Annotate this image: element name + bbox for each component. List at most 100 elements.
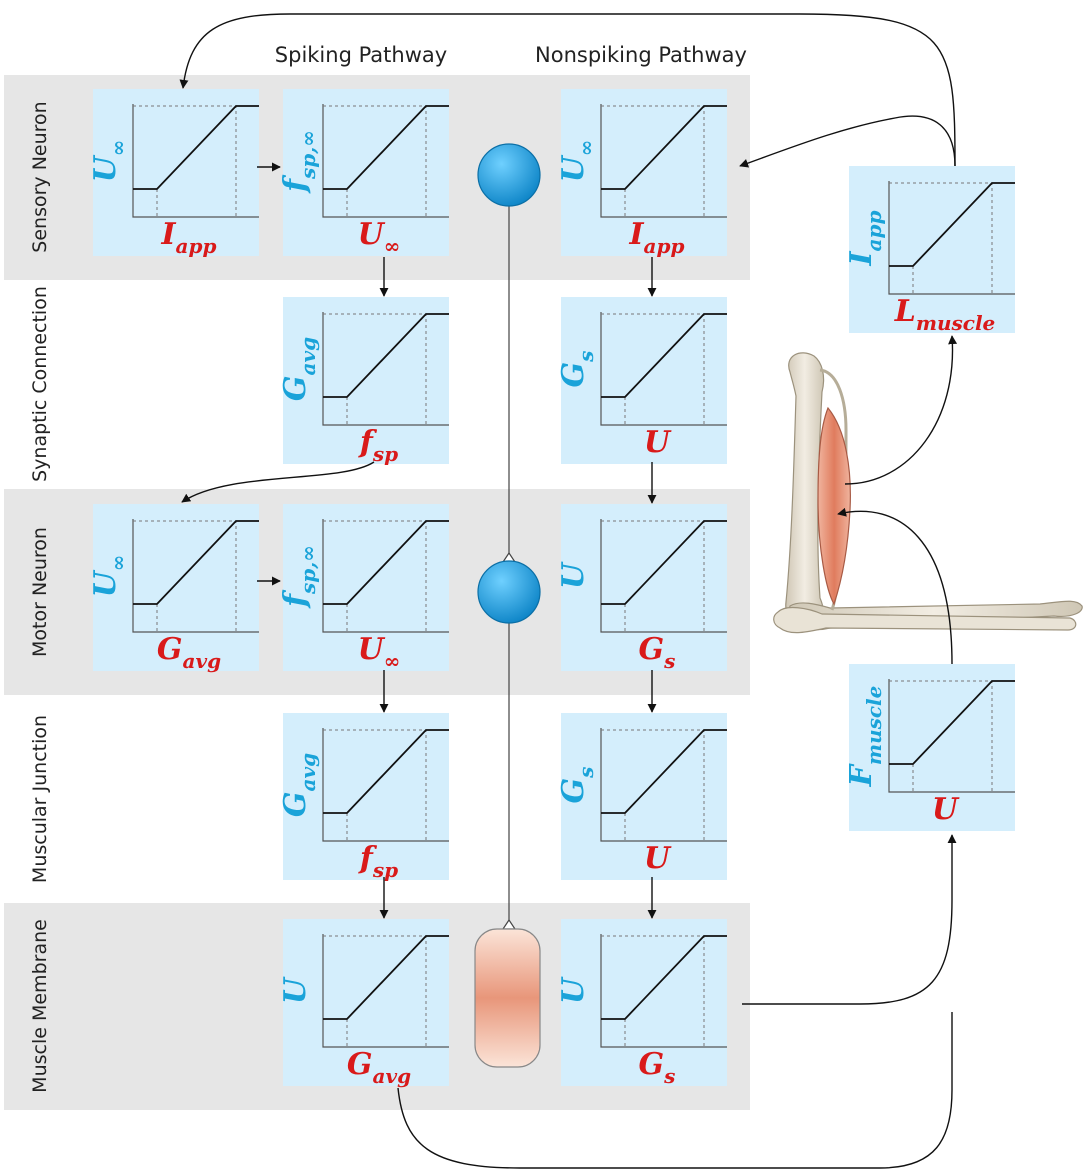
plot-axes bbox=[600, 312, 727, 426]
row-label-membrane: Muscle Membrane bbox=[29, 919, 51, 1093]
x-axis-label-main: U bbox=[358, 217, 386, 252]
x-axis-label-sub: sp bbox=[372, 858, 398, 882]
biceps-muscle bbox=[817, 406, 851, 606]
x-axis-label: U bbox=[644, 841, 672, 876]
plot-background bbox=[849, 166, 1015, 333]
y-axis-label: Gs bbox=[556, 767, 598, 804]
plot-background bbox=[283, 89, 449, 256]
plot-background bbox=[283, 504, 449, 671]
plot-panels: U∞Iappfsp,∞U∞U∞IappIappLmuscleGavgfspGsU… bbox=[88, 89, 1015, 1088]
x-axis-label-main: U bbox=[644, 841, 672, 876]
muscle-model-capsule bbox=[474, 928, 541, 1068]
x-axis-label-sub: sp bbox=[372, 442, 398, 466]
column-title-nonspiking: Nonspiking Pathway bbox=[535, 43, 747, 67]
arrow-membrane-nonspiking-to-force bbox=[742, 834, 957, 1005]
plot-curve bbox=[323, 935, 449, 1020]
x-axis-label: Gavg bbox=[157, 632, 221, 673]
x-axis-label-sub: ∞ bbox=[384, 649, 401, 673]
plot-background bbox=[93, 89, 259, 256]
y-axis-label-main: U bbox=[278, 976, 313, 1004]
y-axis-label-main: U bbox=[556, 976, 591, 1004]
y-axis-label: U∞ bbox=[88, 555, 130, 598]
plot-axes bbox=[600, 934, 727, 1048]
x-axis-label-main: I bbox=[629, 217, 645, 252]
plot-axes bbox=[322, 104, 449, 218]
y-axis-label-main: U bbox=[88, 569, 123, 597]
y-axis-label: Iapp bbox=[844, 211, 886, 267]
x-axis-label: U bbox=[932, 792, 960, 827]
y-axis-label-sub: sp,∞ bbox=[296, 130, 320, 180]
plot-axes bbox=[888, 679, 1015, 793]
x-axis-label-main: U bbox=[932, 792, 960, 827]
arrow-membrane-spiking-to-force bbox=[397, 1012, 953, 1169]
x-axis-label-main: G bbox=[347, 1047, 373, 1082]
y-axis-label-sub: app bbox=[862, 211, 886, 252]
plot-panel-sens-spk-a: U∞ Iapp bbox=[88, 89, 259, 258]
x-axis-label-sub: s bbox=[663, 649, 675, 673]
x-axis-label: U∞ bbox=[358, 632, 401, 673]
y-axis-label-main: G bbox=[278, 375, 313, 401]
y-axis-label: Gavg bbox=[278, 337, 320, 401]
y-axis-label-main: I bbox=[844, 250, 879, 266]
plot-curve bbox=[323, 313, 449, 398]
sensory-neuron-body bbox=[477, 143, 541, 207]
x-axis-label: Gs bbox=[639, 632, 676, 673]
plot-panel-mot-non: U Gs bbox=[556, 504, 727, 673]
plot-panel-jun-non: GsU bbox=[556, 713, 727, 880]
plot-background bbox=[283, 713, 449, 880]
y-axis-label: fsp,∞ bbox=[278, 545, 320, 609]
y-axis-label-sub: muscle bbox=[862, 686, 886, 765]
y-axis-label: Gavg bbox=[278, 753, 320, 817]
plot-curve bbox=[601, 105, 727, 190]
x-axis-label: Gavg bbox=[347, 1047, 411, 1088]
x-axis-label-main: G bbox=[639, 632, 665, 667]
plot-curve bbox=[889, 182, 1015, 267]
y-axis-label-sub: ∞ bbox=[574, 140, 598, 157]
plot-axes bbox=[322, 312, 449, 426]
plot-panel-sens-spk-b: fsp,∞U∞ bbox=[278, 89, 449, 258]
y-axis-label-main: U bbox=[556, 154, 591, 182]
y-axis-label: U bbox=[278, 976, 313, 1004]
arrow-syn-spiking-to-motor bbox=[181, 461, 375, 503]
y-axis-label-sub: s bbox=[574, 351, 598, 363]
y-axis-label: Gs bbox=[556, 351, 598, 388]
plot-background bbox=[849, 664, 1015, 831]
y-axis-label: U bbox=[556, 561, 591, 589]
row-label-synaptic: Synaptic Connection bbox=[29, 286, 51, 482]
plot-background bbox=[93, 504, 259, 671]
plot-panel-mot-spk-a: U∞ Gavg bbox=[88, 504, 259, 673]
plot-curve bbox=[323, 520, 449, 605]
x-axis-label-main: G bbox=[157, 632, 183, 667]
y-axis-label-sub: s bbox=[574, 767, 598, 779]
y-axis-label-sub: avg bbox=[296, 337, 320, 376]
x-axis-label-main: U bbox=[644, 425, 672, 460]
plot-axes bbox=[888, 181, 1015, 295]
plot-panel-mot-spk-b: fsp,∞ U∞ bbox=[278, 504, 449, 673]
plot-curve bbox=[601, 313, 727, 398]
y-axis-label: U∞ bbox=[556, 140, 598, 183]
plot-curve bbox=[133, 520, 259, 605]
y-axis-label-main: G bbox=[278, 791, 313, 817]
plot-background bbox=[283, 919, 449, 1086]
plot-curve bbox=[601, 520, 727, 605]
x-axis-label: Gs bbox=[639, 1047, 676, 1088]
flow-arrows bbox=[179, 13, 958, 1169]
x-axis-label-sub: ∞ bbox=[384, 234, 401, 258]
y-axis-label-sub: ∞ bbox=[106, 140, 130, 157]
plot-background bbox=[561, 713, 727, 880]
plot-curve bbox=[601, 729, 727, 814]
x-axis-label-sub: app bbox=[644, 234, 685, 258]
plot-curve bbox=[323, 105, 449, 190]
y-axis-label-main: U bbox=[556, 561, 591, 589]
plot-axes bbox=[600, 519, 727, 633]
y-axis-label-sub: ∞ bbox=[106, 555, 130, 572]
plot-axes bbox=[132, 104, 259, 218]
y-axis-label-main: U bbox=[88, 154, 123, 182]
x-axis-label-main: U bbox=[358, 632, 386, 667]
x-axis-label: Iapp bbox=[161, 217, 217, 258]
column-title-spiking: Spiking Pathway bbox=[275, 43, 447, 67]
